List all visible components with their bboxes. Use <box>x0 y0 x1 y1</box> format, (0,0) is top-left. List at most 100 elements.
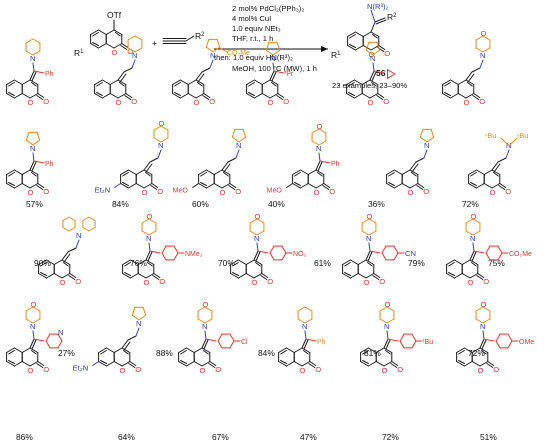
aryl-substituent: OMe <box>519 339 534 346</box>
ring-oxygen: O <box>142 188 148 197</box>
nitrogen: N <box>236 141 241 150</box>
morpholine-oxygen: O <box>31 300 37 309</box>
yield-label: 72% <box>462 199 479 209</box>
yield-label: 61% <box>314 258 331 268</box>
nitrogen: N <box>254 234 259 243</box>
yield-label: 84% <box>258 348 275 358</box>
ring-oxygen: O <box>468 278 474 287</box>
morpholine-oxygen: O <box>147 212 153 221</box>
ring-oxygen: O <box>300 366 306 375</box>
product-summary: 23 examples, 23–90% <box>332 81 407 90</box>
pyridine-nitrogen: N <box>58 328 63 337</box>
nitrogen: N <box>480 322 485 331</box>
morpholine-oxygen: O <box>317 122 323 131</box>
ring-oxygen: O <box>144 278 150 287</box>
carbonyl-oxygen: O <box>267 277 273 286</box>
product-general: OO N(R³)₂ R2 R1 <box>331 2 397 60</box>
carbonyl-oxygen: O <box>483 277 489 286</box>
carbonyl-oxygen: O <box>383 97 389 106</box>
carbonyl-oxygen: O <box>131 97 137 106</box>
nitrogen: N <box>146 234 151 243</box>
morpholine-oxygen: O <box>471 212 477 221</box>
carbonyl-oxygen: O <box>209 97 215 106</box>
plus-sign: + <box>152 38 157 48</box>
aryl-substituent: Cl <box>241 339 248 346</box>
carbonyl-oxygen: O <box>235 187 241 196</box>
yield-label: 79% <box>408 258 425 268</box>
nitrogen: N <box>132 51 137 60</box>
ring-oxygen: O <box>368 98 374 107</box>
ring-oxygen: O <box>116 98 122 107</box>
conditions: 2 mol% PdCl₂(PPh₃)₂ 4 mol% CuI 1.0 equiv… <box>214 4 328 73</box>
ring-oxygen: O <box>408 188 414 197</box>
condition-2: 4 mol% CuI <box>232 14 271 23</box>
nitrogen: N <box>302 322 307 331</box>
nitrogen: N <box>30 54 35 63</box>
terminal-alkyne: R2 <box>162 31 205 44</box>
carbonyl-oxygen: O <box>379 277 385 286</box>
yield-label: 64% <box>118 432 135 442</box>
nitrogen: N <box>270 54 275 63</box>
compound-c21: OO N Ph <box>278 306 326 375</box>
nitrogen: N <box>316 144 321 153</box>
morpholine-oxygen: O <box>159 119 165 128</box>
nitrogen: N <box>366 234 371 243</box>
compound-c13: OON <box>38 216 96 287</box>
yield-label: 76% <box>130 258 147 268</box>
carbonyl-oxygen: O <box>493 365 499 374</box>
carbonyl-oxygen: O <box>315 365 321 374</box>
nitrogen: N <box>470 234 475 243</box>
carbonyl-oxygen: O <box>43 187 49 196</box>
nitrogen: N <box>30 322 35 331</box>
carbonyl-oxygen: O <box>423 187 429 196</box>
ring-oxygen: O <box>112 48 118 57</box>
ring-oxygen: O <box>200 366 206 375</box>
morpholine-oxygen: O <box>367 212 373 221</box>
ring-oxygen: O <box>464 98 470 107</box>
c7-substituent: MeO <box>173 188 189 195</box>
ring-oxygen: O <box>314 188 320 197</box>
ring-oxygen: O <box>28 188 34 197</box>
morpholine-oxygen: O <box>481 300 487 309</box>
carbonyl-oxygen: O <box>384 49 390 58</box>
yield-label: 90% <box>34 258 51 268</box>
yield-label: 60% <box>192 199 209 209</box>
phenyl-label: Ph <box>331 161 340 168</box>
condition-6: MeOH, 100 °C (MW), 1 h <box>232 64 317 73</box>
ring-oxygen: O <box>268 98 274 107</box>
nitrogen: N <box>76 231 81 240</box>
yield-label: 72% <box>382 432 399 442</box>
carbonyl-oxygen: O <box>397 365 403 374</box>
yield-label: 51% <box>480 432 497 442</box>
triflate-label: OTf <box>107 10 122 20</box>
compound-c11: OON <box>386 128 435 197</box>
carbonyl-oxygen: O <box>157 187 163 196</box>
nitrogen: N <box>158 141 163 150</box>
phenyl-label: Ph <box>317 339 326 346</box>
aryl-substituent: ᵗBu <box>423 339 433 346</box>
condition-1: 2 mol% PdCl₂(PPh₃)₂ <box>232 4 304 13</box>
butyl-label: ⁿBu <box>517 133 528 140</box>
yield-label: 57% <box>26 199 43 209</box>
compound-c5: OON <box>346 41 396 107</box>
carbonyl-oxygen: O <box>215 365 221 374</box>
carbonyl-oxygen: O <box>43 97 49 106</box>
c7-substituent: MeO <box>267 188 283 195</box>
ring-oxygen: O <box>252 278 258 287</box>
ring-oxygen: O <box>364 278 370 287</box>
nitrogen: N <box>202 322 207 331</box>
ring-oxygen: O <box>120 366 126 375</box>
